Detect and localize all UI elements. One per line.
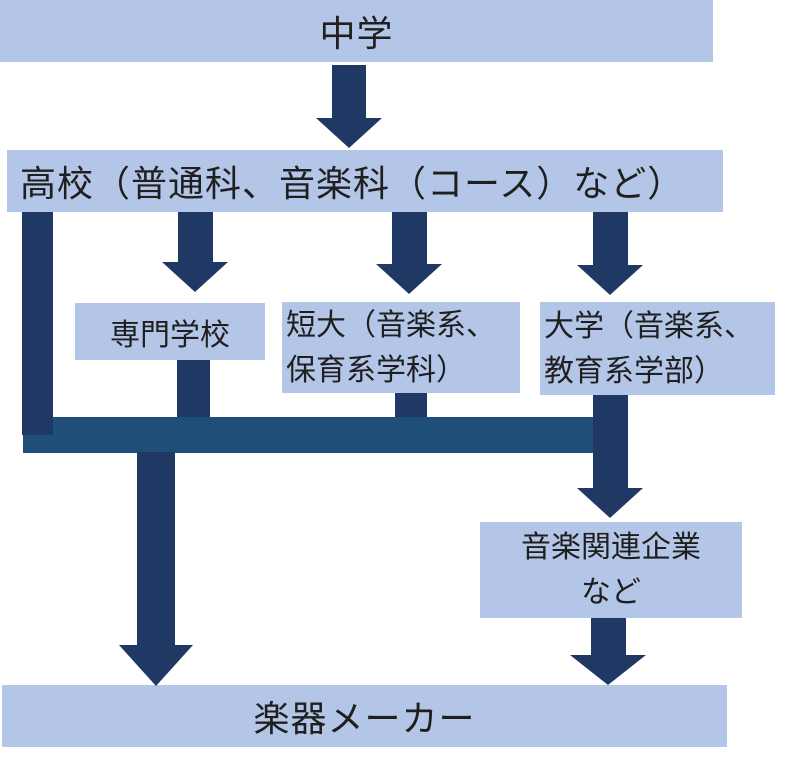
bar-senmon-connector — [177, 360, 210, 418]
bar-koko-connector — [22, 212, 53, 435]
arrow-connector-gakki-head-icon — [119, 645, 193, 686]
node-ongaku-kanren-line1: 音楽関連企業 — [521, 531, 701, 564]
arrow-ongaku-gakki-shaft — [591, 618, 626, 655]
node-daigaku-line1: 大学（音楽系、 — [544, 309, 754, 343]
node-senmon: 専門学校 — [75, 303, 265, 360]
bar-tandai-connector — [395, 393, 427, 418]
node-ongaku-kanren: 音楽関連企業 など — [480, 522, 742, 618]
arrow-daigaku-ongaku-shaft — [593, 395, 628, 488]
node-daigaku: 大学（音楽系、 教育系学部） — [540, 302, 775, 395]
node-ongaku-kanren-line2: など — [581, 576, 641, 609]
arrow-ongaku-gakki-head-icon — [570, 655, 646, 685]
node-chugaku-label: 中学 — [319, 13, 394, 54]
node-tandai: 短大（音楽系、 保育系学科） — [282, 302, 520, 393]
arrow-koko-senmon-head-icon — [162, 262, 228, 292]
arrow-connector-gakki-shaft — [137, 452, 175, 645]
node-senmon-label: 専門学校 — [110, 318, 230, 352]
arrow-daigaku-ongaku-head-icon — [577, 488, 643, 518]
node-daigaku-line2: 教育系学部） — [544, 354, 724, 388]
connector-bar — [23, 417, 604, 453]
node-chugaku: 中学 — [0, 0, 713, 62]
arrow-chugaku-koko-head-icon — [316, 118, 382, 148]
arrow-chugaku-koko-shaft — [332, 65, 366, 118]
arrow-koko-tandai-head-icon — [376, 264, 442, 294]
node-koko-label: 高校（普通科、音楽科（コース）など） — [20, 163, 685, 204]
node-tandai-line2: 保育系学科） — [286, 353, 466, 387]
node-gakki-maker-label: 楽器メーカー — [253, 698, 476, 739]
arrow-koko-senmon-shaft — [178, 212, 213, 262]
arrow-koko-daigaku-shaft — [593, 212, 628, 265]
node-koko: 高校（普通科、音楽科（コース）など） — [7, 150, 723, 212]
arrow-koko-tandai-shaft — [392, 212, 427, 264]
node-tandai-line1: 短大（音楽系、 — [286, 308, 496, 342]
arrow-koko-daigaku-head-icon — [577, 265, 643, 295]
node-gakki-maker: 楽器メーカー — [2, 685, 727, 747]
